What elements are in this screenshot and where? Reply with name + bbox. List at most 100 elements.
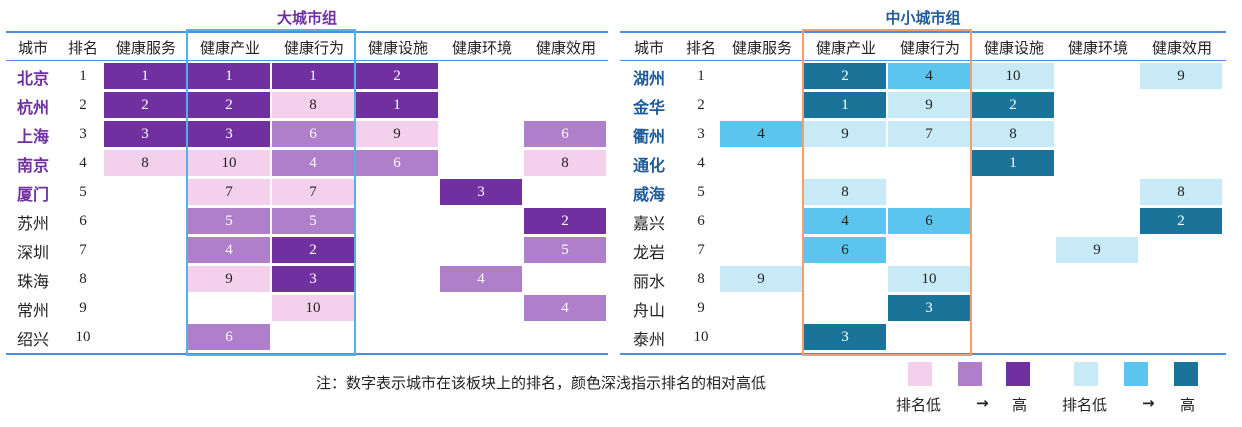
- overall-rank: 8: [697, 271, 705, 287]
- heatmap-cell: 2: [272, 237, 354, 263]
- city-name: 绍兴: [16, 329, 49, 349]
- legend-arrow: →: [976, 394, 989, 412]
- heatmap-cell: 10: [272, 295, 354, 321]
- heatmap-cell: 3: [104, 121, 186, 147]
- city-name: 常州: [16, 300, 49, 320]
- overall-rank: 1: [697, 68, 705, 84]
- overall-rank: 6: [697, 213, 705, 229]
- heatmap-cell: 2: [524, 208, 606, 234]
- city-name: 舟山: [632, 300, 665, 320]
- column-header: 健康服务: [115, 38, 176, 57]
- overall-rank: 3: [697, 126, 705, 142]
- header-rule: [620, 60, 1226, 61]
- overall-rank: 7: [79, 242, 87, 258]
- heatmap-cell: 8: [524, 150, 606, 176]
- heatmap-cell: 2: [188, 92, 270, 118]
- heatmap-cell: 6: [356, 150, 438, 176]
- bottom-rule: [6, 353, 608, 355]
- legend-swatch: [958, 362, 982, 386]
- heatmap-cell: 2: [356, 63, 438, 89]
- heatmap-cell: 8: [272, 92, 354, 118]
- legend-high-label: 高: [1012, 396, 1028, 414]
- heatmap-cell: 5: [524, 237, 606, 263]
- heatmap-cell: 7: [888, 121, 970, 147]
- bottom-rule: [620, 353, 1226, 355]
- column-header: 健康效用: [1151, 38, 1212, 57]
- overall-rank: 10: [693, 329, 709, 345]
- column-header: 健康行为: [283, 38, 344, 57]
- heatmap-cell: 8: [972, 121, 1054, 147]
- header-rule: [6, 60, 608, 61]
- column-header: 排名: [67, 38, 98, 57]
- overall-rank: 10: [75, 329, 91, 345]
- legend-swatch: [1124, 362, 1148, 386]
- overall-rank: 1: [79, 68, 87, 84]
- heatmap-cell: 8: [804, 179, 886, 205]
- heatmap-cell: 4: [440, 266, 522, 292]
- column-header: 健康服务: [731, 38, 792, 57]
- heatmap-cell: 4: [888, 63, 970, 89]
- heatmap-cell: 1: [356, 92, 438, 118]
- city-name: 威海: [632, 184, 665, 204]
- legend-arrow: →: [1142, 394, 1155, 412]
- heatmap-cell: 5: [272, 208, 354, 234]
- heatmap-cell: 9: [804, 121, 886, 147]
- column-header: 健康设施: [367, 38, 428, 57]
- heatmap-cell: 1: [804, 92, 886, 118]
- heatmap-cell: 8: [1140, 179, 1222, 205]
- city-name: 杭州: [16, 97, 49, 117]
- column-header: 健康环境: [1067, 38, 1128, 57]
- overall-rank: 5: [79, 184, 87, 200]
- column-header: 城市: [17, 38, 48, 57]
- heatmap-cell: 6: [272, 121, 354, 147]
- overall-rank: 9: [79, 300, 87, 316]
- heatmap-cell: 7: [272, 179, 354, 205]
- heatmap-cell: 3: [440, 179, 522, 205]
- overall-rank: 4: [697, 155, 705, 171]
- city-name: 厦门: [16, 184, 49, 204]
- group-title: 中小城市组: [885, 8, 961, 27]
- heatmap-cell: 1: [104, 63, 186, 89]
- heatmap-cell: 9: [1056, 237, 1138, 263]
- overall-rank: 4: [79, 155, 87, 171]
- heatmap-cell: 1: [972, 150, 1054, 176]
- heatmap-cell: 3: [272, 266, 354, 292]
- column-header: 健康产业: [815, 38, 876, 57]
- city-name: 衢州: [632, 126, 665, 146]
- heatmap-cell: 1: [188, 63, 270, 89]
- heatmap-cell: 10: [888, 266, 970, 292]
- column-header: 健康设施: [983, 38, 1044, 57]
- column-header: 健康产业: [199, 38, 260, 57]
- heatmap-cell: 5: [188, 208, 270, 234]
- heatmap-cell: 6: [188, 324, 270, 350]
- column-header: 排名: [685, 38, 716, 57]
- overall-rank: 5: [697, 184, 705, 200]
- column-header: 健康效用: [535, 38, 596, 57]
- city-name: 北京: [16, 68, 49, 88]
- city-name: 深圳: [16, 242, 49, 262]
- heatmap-cell: 9: [720, 266, 802, 292]
- footnote: 注：数字表示城市在该板块上的排名，颜色深浅指示排名的相对高低: [316, 374, 767, 392]
- city-name: 丽水: [632, 271, 665, 291]
- column-header: 健康环境: [451, 38, 512, 57]
- top-rule: [620, 31, 1226, 33]
- heatmap-cell: 2: [804, 63, 886, 89]
- heatmap-cell: 6: [888, 208, 970, 234]
- column-header: 健康行为: [899, 38, 960, 57]
- top-rule: [6, 31, 608, 33]
- legend-swatch: [1006, 362, 1030, 386]
- legend-high-label: 高: [1180, 396, 1196, 414]
- overall-rank: 6: [79, 213, 87, 229]
- legend-low-label: 排名低: [1062, 396, 1108, 414]
- heatmap-cell: 2: [972, 92, 1054, 118]
- heatmap-cell: 6: [804, 237, 886, 263]
- heatmap-cell: 2: [1140, 208, 1222, 234]
- heatmap-cell: 3: [888, 295, 970, 321]
- group-title: 大城市组: [276, 8, 337, 27]
- city-name: 南京: [16, 155, 49, 175]
- city-name: 湖州: [632, 68, 665, 88]
- city-name: 上海: [16, 126, 49, 146]
- heatmap-cell: 3: [188, 121, 270, 147]
- heatmap-cell: 4: [720, 121, 802, 147]
- overall-rank: 8: [79, 271, 87, 287]
